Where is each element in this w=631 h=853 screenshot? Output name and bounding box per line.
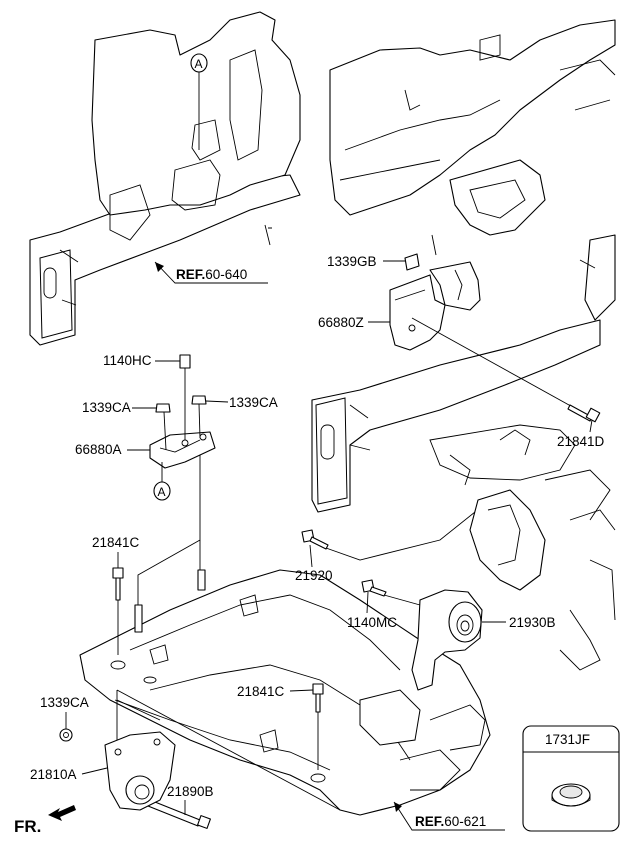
label-1339CA-right: 1339CA <box>229 395 278 410</box>
bolt-21841D <box>411 317 601 423</box>
label-1339GB: 1339GB <box>327 254 377 269</box>
bolt-21920 <box>301 499 491 561</box>
front-arrow-icon <box>48 805 76 821</box>
bolt-21890B <box>147 799 211 829</box>
ref-upper: REF.60-640 <box>154 261 268 284</box>
mount-21930B <box>411 489 546 691</box>
svg-text:1731JF: 1731JF <box>545 732 590 747</box>
label-21890B: 21890B <box>167 784 214 799</box>
upper-side-member <box>29 11 301 346</box>
upper-right-frame <box>329 19 616 321</box>
bolt-21841C-top <box>112 567 124 601</box>
svg-text:A: A <box>158 485 166 499</box>
inset-1731JF: 1731JF <box>522 725 620 832</box>
mount-21810A <box>104 731 176 811</box>
bracket-66880Z <box>389 253 481 351</box>
label-21841D: 21841D <box>557 434 605 449</box>
leader-1339CA-right <box>205 400 229 403</box>
leader-lines <box>116 455 341 811</box>
ref-lower: REF.60-621 <box>393 801 505 831</box>
leader-1140MC <box>366 591 369 614</box>
leader-21841D <box>589 419 593 433</box>
front-indicator: FR. <box>14 805 76 836</box>
bolt-1140MC <box>361 579 421 606</box>
sub-frame <box>79 569 491 816</box>
svg-text:REF.60-640: REF.60-640 <box>176 267 247 282</box>
callout-a-top: A <box>190 53 208 150</box>
leader-21920 <box>309 544 313 568</box>
label-21841C-mid: 21841C <box>237 684 285 699</box>
label-1140HC: 1140HC <box>103 353 152 368</box>
label-1140MC: 1140MC <box>347 615 397 630</box>
nut-1339CA-low <box>59 728 73 742</box>
leader-21841C-mid <box>289 689 314 692</box>
label-66880Z: 66880Z <box>318 315 364 330</box>
label-1339CA-low: 1339CA <box>40 695 89 710</box>
label-21841C-top: 21841C <box>92 535 140 550</box>
label-21930B: 21930B <box>509 615 556 630</box>
bracket-66880A <box>149 354 216 469</box>
bolt-21841C-mid <box>312 683 324 713</box>
svg-text:FR.: FR. <box>14 817 41 836</box>
label-1339CA-left: 1339CA <box>82 400 131 415</box>
svg-text:REF.60-621: REF.60-621 <box>415 814 486 829</box>
label-21920: 21920 <box>295 568 333 583</box>
label-21810A: 21810A <box>30 767 77 782</box>
svg-text:A: A <box>195 57 203 71</box>
leader-21810A <box>81 767 108 775</box>
callout-a-mid: A <box>153 462 171 501</box>
label-66880A: 66880A <box>75 442 122 457</box>
right-side-member <box>311 319 616 671</box>
